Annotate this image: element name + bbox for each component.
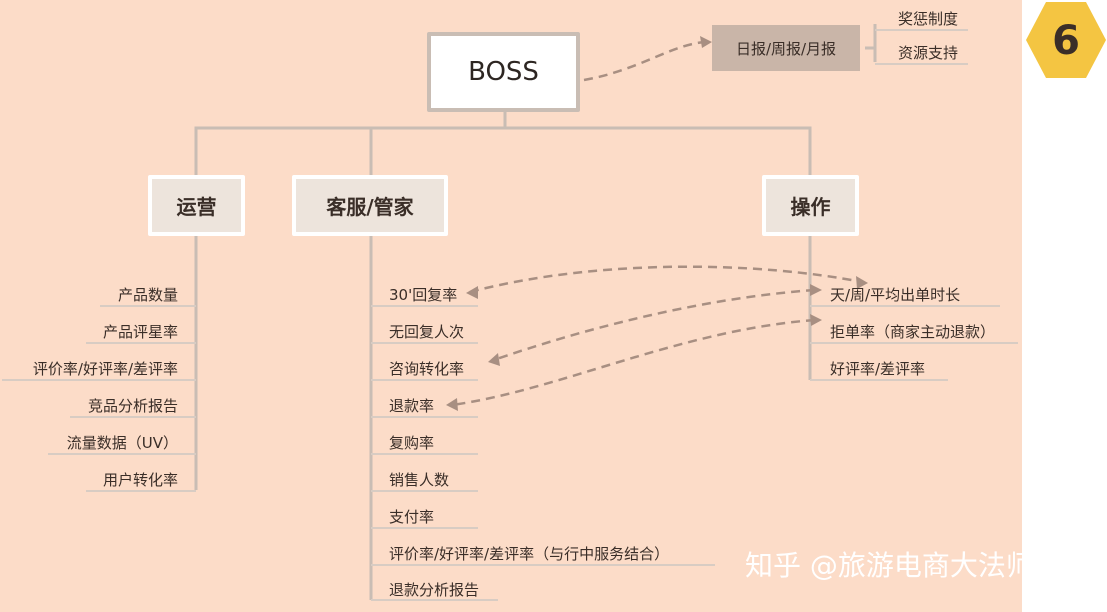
left-leaf: 流量数据（UV） <box>66 434 178 452</box>
branch-node-execution: 操作 <box>762 175 859 236</box>
middle-leaf: 退款率 <box>389 397 435 415</box>
left-leaf: 用户转化率 <box>102 471 178 489</box>
root-label: BOSS <box>468 57 539 87</box>
left-leaf: 产品数量 <box>117 286 178 304</box>
middle-leaf: 退款分析报告 <box>389 581 480 599</box>
right-leaf: 天/周/平均出单时长 <box>830 286 961 304</box>
left-leaf: 产品评星率 <box>102 323 178 341</box>
branch-label: 操作 <box>790 195 831 219</box>
middle-leaf: 复购率 <box>389 434 435 452</box>
middle-leaf: 无回复人次 <box>389 323 465 341</box>
root-node: BOSS <box>427 32 580 112</box>
middle-leaf: 30'回复率 <box>389 286 458 304</box>
report-node: 日报/周报/月报 <box>712 25 860 71</box>
middle-leaf: 评价率/好评率/差评率（与行中服务结合） <box>389 545 670 563</box>
step-number: 6 <box>1052 18 1080 64</box>
branch-node-operations: 运营 <box>148 175 245 236</box>
left-leaf: 评价率/好评率/差评率 <box>32 360 178 378</box>
side-leaf: 奖惩制度 <box>898 10 959 28</box>
branch-label: 客服/管家 <box>326 195 414 219</box>
top-bus <box>194 126 812 178</box>
side-leaf: 资源支持 <box>898 44 959 62</box>
branch-label: 运营 <box>176 195 217 219</box>
step-badge: 6 <box>1026 2 1106 78</box>
middle-leaf: 支付率 <box>389 508 435 526</box>
diagram-canvas: BOSS 日报/周报/月报 奖惩制度 资源支持 运营 客服/管家 操作 产品数量… <box>0 0 1022 612</box>
right-leaf: 拒单率（商家主动退款） <box>830 323 996 341</box>
watermark: 知乎 @旅游电商大法师 <box>745 549 1034 582</box>
branch-node-customer-service: 客服/管家 <box>292 175 448 236</box>
left-leaf: 竞品分析报告 <box>87 397 178 415</box>
middle-leaf: 销售人数 <box>389 471 450 489</box>
right-leaf: 好评率/差评率 <box>830 360 926 378</box>
report-label: 日报/周报/月报 <box>735 39 837 58</box>
connector-lines <box>2 24 1018 601</box>
middle-leaf: 咨询转化率 <box>389 360 465 378</box>
